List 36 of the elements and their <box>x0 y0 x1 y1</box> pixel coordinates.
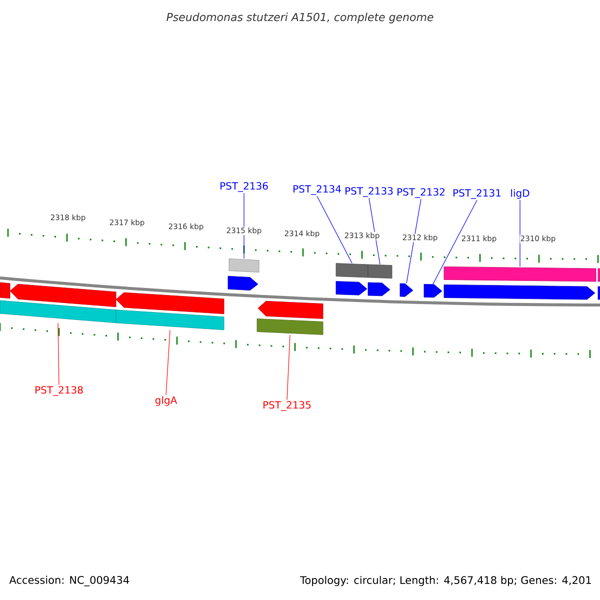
gene-label: glgA <box>155 396 178 406</box>
leader-line <box>286 334 290 400</box>
accession-text: Accession: NC_009434 <box>9 576 130 586</box>
feature-bar <box>0 300 116 324</box>
gene-label: PST_2133 <box>346 187 393 197</box>
feature-bar <box>116 310 224 330</box>
genome-info-text: Topology: circular; Length: 4,567,418 bp; Genes: 4,201 <box>300 576 591 586</box>
gene-block <box>116 292 224 314</box>
gene-label: PST_2132 <box>398 188 444 198</box>
gene-label: PST_2135 <box>264 401 311 411</box>
leader-line <box>58 322 60 386</box>
leader-line <box>432 200 478 284</box>
title: Pseudomonas stutzeri A1501, complete genome <box>166 12 434 24</box>
gene-block <box>424 284 442 298</box>
gene-label: PST_2134 <box>294 185 341 195</box>
feature-bar <box>228 258 260 272</box>
feature-bar <box>368 264 392 278</box>
leader-line <box>316 196 352 264</box>
feature-bar <box>598 268 600 282</box>
leader-line <box>166 330 170 396</box>
gene-label: ligD <box>511 189 530 199</box>
gene-block <box>336 281 368 296</box>
gene-block <box>368 282 390 296</box>
feature-bar <box>0 282 10 299</box>
leader-line <box>368 198 380 265</box>
gene-block <box>258 300 324 319</box>
gene-label: PST_2136 <box>220 182 268 192</box>
gene-block <box>228 276 258 290</box>
leader-line <box>406 198 422 284</box>
feature-bar <box>598 286 600 300</box>
gene-label: PST_2138 <box>36 386 83 396</box>
feature-bar <box>336 263 368 278</box>
feature-bar <box>256 318 324 335</box>
gene-label: PST_2131 <box>454 189 501 199</box>
gene-block <box>400 283 414 297</box>
feature-bar <box>444 266 596 282</box>
